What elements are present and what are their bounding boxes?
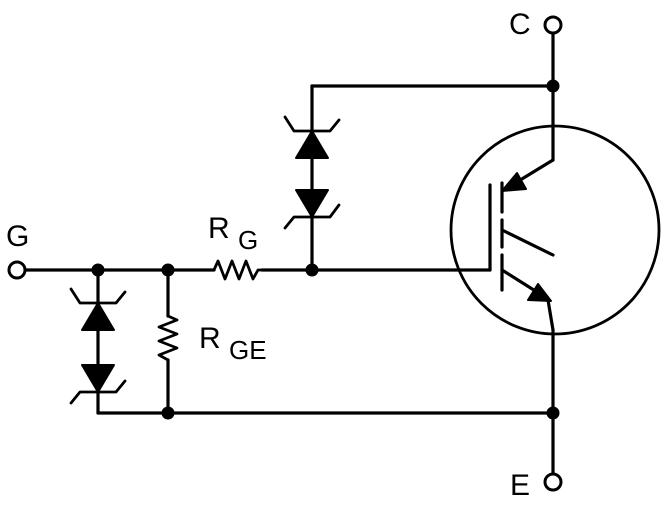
- gate-terminal: [7, 260, 27, 280]
- rg-label: R G: [208, 212, 258, 255]
- clamp-zener-upper: [295, 130, 329, 159]
- igbt-emitter-arrow: [527, 283, 552, 302]
- collector-label: C: [509, 8, 531, 41]
- gate-zener-lower: [81, 364, 115, 393]
- igbt-transistor: [449, 124, 661, 336]
- igbt-collector-arrow: [501, 172, 527, 192]
- rge-label-main: R: [199, 322, 221, 355]
- junction-dot: [161, 263, 175, 277]
- junction-dot: [161, 406, 175, 420]
- gate-zener-diodes: [69, 287, 127, 405]
- emitter-label: E: [510, 469, 530, 502]
- emitter-terminal: [543, 472, 563, 492]
- clamp-zener-lower: [295, 189, 329, 218]
- junction-dot: [305, 263, 319, 277]
- collector-terminal: [543, 15, 563, 35]
- igbt-body-circle: [449, 124, 661, 336]
- junction-dot: [546, 406, 560, 420]
- clamp-zener-diodes: [283, 115, 341, 230]
- rg-resistor: [212, 259, 264, 281]
- junction-dot: [91, 263, 105, 277]
- junctions: [91, 79, 560, 420]
- igbt-mid-diagonal: [500, 228, 555, 257]
- wires: [23, 31, 555, 476]
- rge-resistor: [157, 314, 179, 362]
- rg-label-main: R: [208, 212, 230, 245]
- igbt-emitter-diagonal: [500, 268, 539, 294]
- rg-label-sub: G: [238, 225, 258, 255]
- junction-dot: [546, 79, 560, 93]
- rge-label: R GE: [199, 322, 267, 365]
- gate-zener-upper: [81, 302, 115, 331]
- rge-label-sub: GE: [229, 335, 267, 365]
- gate-label: G: [6, 220, 29, 253]
